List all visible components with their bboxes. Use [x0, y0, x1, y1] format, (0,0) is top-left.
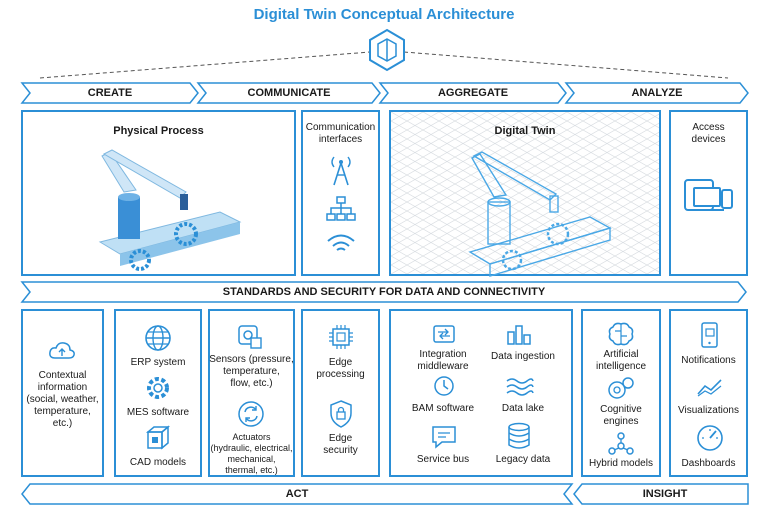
- refresh-cycle-icon: [238, 401, 264, 427]
- phase-chevrons: [20, 82, 749, 104]
- edge-security-l2: security: [323, 445, 358, 456]
- chat-icon: [432, 426, 456, 449]
- ai-l2: intelligence: [595, 361, 647, 372]
- physical-process-label: Physical Process: [113, 125, 204, 137]
- service-bus-label: Service bus: [416, 454, 470, 465]
- cognitive-l2: engines: [603, 416, 639, 427]
- bam-icon: [434, 376, 454, 396]
- standards-label: STANDARDS AND SECURITY FOR DATA AND CONN…: [222, 286, 546, 298]
- insight-band: [573, 483, 749, 505]
- communication-label-line2: interfaces: [318, 134, 363, 145]
- context-l1: Contextual: [38, 370, 87, 381]
- enterprise-systems-box: [114, 309, 202, 477]
- network-hierarchy-icon: [326, 196, 356, 221]
- phase-communicate-label: COMMUNICATE: [247, 87, 331, 99]
- chevron-communicate: [196, 82, 381, 104]
- notifications-label: Notifications: [681, 355, 736, 366]
- context-l2: information: [37, 382, 88, 393]
- chevron-analyze: [564, 82, 749, 104]
- context-l3: (social, weather,: [26, 394, 99, 405]
- phone-notification-icon: [701, 322, 718, 348]
- insight-label: INSIGHT: [642, 488, 688, 500]
- hybrid-network-icon: [608, 432, 634, 455]
- hybrid-models-label: Hybrid models: [589, 458, 653, 469]
- gauge-icon: [697, 425, 723, 451]
- actuators-a1: Actuators: [232, 432, 271, 442]
- page-title: Digital Twin Conceptual Architecture: [253, 6, 515, 23]
- chevron-create: [20, 82, 199, 104]
- integration-icon: [433, 325, 455, 343]
- aggregate-services-box: [389, 309, 573, 477]
- act-band: [21, 483, 574, 505]
- cognitive-engine-icon: [608, 377, 634, 399]
- robot-arm-icon: [98, 149, 242, 271]
- sensors-l3: flow, etc.): [230, 378, 273, 389]
- access-label-line2: devices: [691, 134, 726, 145]
- context-l4: temperature,: [34, 406, 91, 417]
- standards-band: [20, 281, 747, 303]
- bam-label: BAM software: [411, 403, 475, 414]
- actuators-a2: (hydraulic, electrical,: [210, 443, 293, 453]
- digital-twin-label: Digital Twin: [494, 125, 556, 137]
- sensors-l1: Sensors (pressure,: [209, 354, 294, 365]
- contextual-info-box: [21, 309, 104, 477]
- erp-label: ERP system: [130, 357, 186, 368]
- act-label: ACT: [285, 488, 309, 500]
- devices-icon: [684, 179, 733, 211]
- shield-lock-icon: [330, 400, 352, 428]
- digital-twin-robot-icon: [468, 151, 612, 277]
- legacy-data-label: Legacy data: [495, 454, 551, 465]
- integration-l1: Integration: [419, 349, 467, 360]
- phase-analyze-label: ANALYZE: [631, 87, 683, 99]
- communication-label-line1: Communication: [305, 122, 376, 133]
- edge-processing-l1: Edge: [328, 357, 353, 368]
- ai-l1: Artificial: [603, 349, 639, 360]
- cloud-upload-icon: [49, 342, 75, 359]
- bar-chart-icon: [507, 325, 531, 345]
- actuators-a3: mechanical,: [227, 454, 276, 464]
- context-l5: etc.): [52, 418, 73, 429]
- integration-l2: middleware: [417, 361, 469, 372]
- waves-icon: [506, 378, 534, 396]
- mes-label: MES software: [126, 407, 190, 418]
- edge-security-l1: Edge: [328, 433, 353, 444]
- edge-processing-l2: processing: [316, 369, 365, 380]
- cognitive-l1: Cognitive: [600, 404, 642, 415]
- sensors-l2: temperature,: [223, 366, 280, 377]
- dashboards-label: Dashboards: [681, 458, 736, 469]
- chevron-aggregate: [378, 82, 567, 104]
- wifi-icon: [327, 234, 355, 251]
- visualizations-label: Visualizations: [678, 405, 739, 416]
- bottom-bands: [21, 483, 749, 505]
- actuators-a4: thermal, etc.): [225, 465, 278, 475]
- access-label-line1: Access: [692, 122, 725, 133]
- edge-box: [301, 309, 380, 477]
- sensor-icon: [238, 325, 262, 349]
- digital-twin-hub-icon: [369, 28, 405, 72]
- digital-twin-grid: [391, 112, 659, 274]
- database-icon: [508, 422, 530, 449]
- architecture-roof: [39, 51, 729, 79]
- phase-create-label: CREATE: [87, 87, 133, 99]
- line-chart-icon: [697, 379, 722, 397]
- antenna-tower-icon: [331, 156, 351, 186]
- phase-aggregate-label: AGGREGATE: [437, 87, 509, 99]
- cad-label: CAD models: [129, 457, 187, 468]
- chip-icon: [329, 325, 353, 349]
- globe-icon: [145, 325, 171, 351]
- cube-icon: [145, 425, 171, 450]
- data-lake-label: Data lake: [501, 403, 545, 414]
- gear-icon: [147, 377, 169, 399]
- brain-icon: [608, 322, 634, 346]
- data-ingestion-label: Data ingestion: [491, 351, 555, 362]
